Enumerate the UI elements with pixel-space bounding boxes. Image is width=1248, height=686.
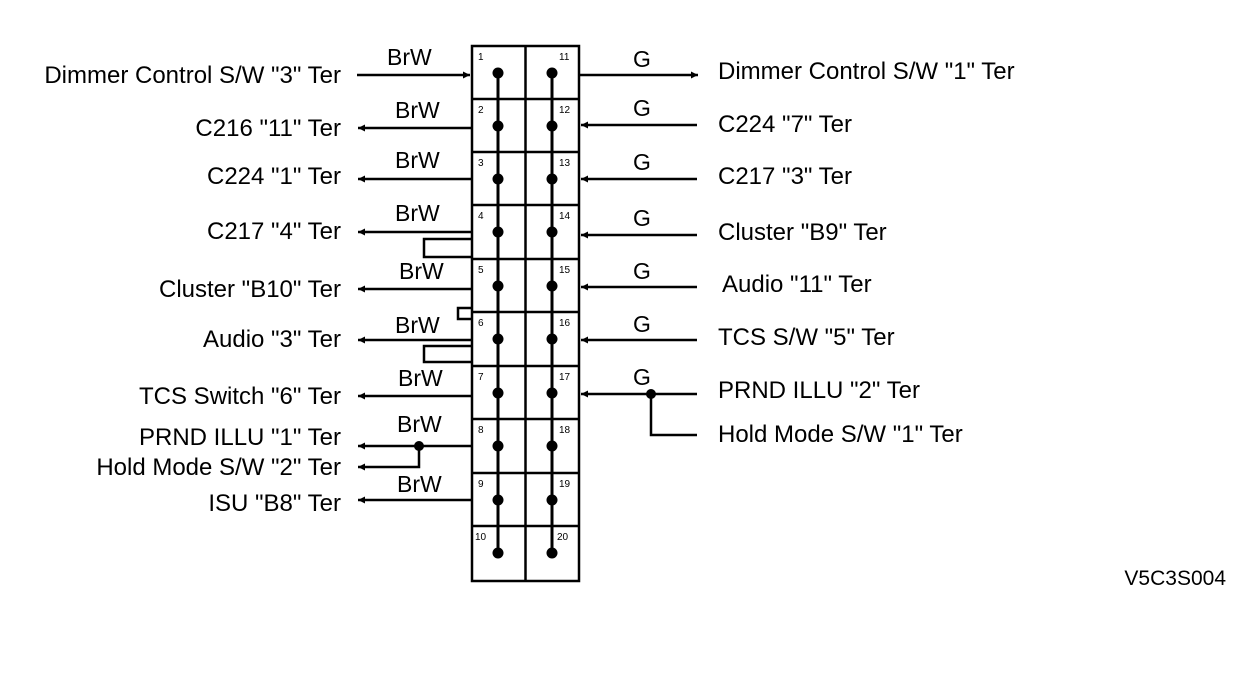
right-terminal-labels: Dimmer Control S/W "1" Ter C224 "7" Ter …: [718, 58, 1015, 448]
junction-dot: [646, 389, 656, 399]
pin-number: 15: [559, 265, 571, 276]
pin-number: 13: [559, 158, 571, 169]
pin-number: 14: [559, 211, 571, 222]
pin-number: 10: [475, 532, 487, 543]
wire-color-label: G: [633, 95, 651, 121]
terminal-label: C224 "7" Ter: [718, 111, 852, 138]
pin-number: 11: [559, 52, 570, 63]
wire-color-label: G: [633, 311, 651, 337]
terminal-label: Hold Mode S/W "1" Ter: [718, 421, 963, 448]
wire-color-labels: BrW BrW BrW BrW BrW BrW BrW BrW BrW G G …: [387, 44, 651, 497]
wire-color-label: G: [633, 258, 651, 284]
connector-block: [470, 44, 581, 583]
pin-number: 8: [478, 425, 484, 436]
wire-color-label: BrW: [397, 471, 442, 497]
terminal-label: PRND ILLU "2" Ter: [718, 377, 920, 404]
wire-out-arrow: [358, 446, 421, 471]
pin-number: 12: [559, 105, 571, 116]
terminal-label: Cluster "B10" Ter: [159, 276, 341, 303]
pin-number: 16: [559, 318, 571, 329]
terminal-label: Hold Mode S/W "2" Ter: [96, 454, 341, 481]
pin-number: 7: [478, 372, 484, 383]
terminal-label: Dimmer Control S/W "3" Ter: [44, 62, 341, 89]
wire-color-label: G: [633, 205, 651, 231]
wire-color-label: BrW: [395, 312, 440, 338]
pin-number: 1: [478, 52, 484, 63]
wire-color-label: BrW: [398, 365, 443, 391]
terminal-label: C217 "4" Ter: [207, 218, 341, 245]
right-wires: [579, 71, 698, 437]
figure-id-code: V5C3S004: [1124, 567, 1226, 590]
terminal-label: TCS S/W "5" Ter: [718, 324, 895, 351]
wire-color-label: BrW: [395, 97, 440, 123]
terminal-label: Audio "11" Ter: [722, 271, 872, 298]
terminal-label: C216 "11" Ter: [195, 115, 341, 142]
pin-number: 20: [557, 532, 569, 543]
pin-number: 3: [478, 158, 484, 169]
pin-number: 6: [478, 318, 484, 329]
terminal-label: PRND ILLU "1" Ter: [139, 424, 341, 451]
wire-color-label: G: [633, 149, 651, 175]
pin-number: 2: [478, 105, 484, 116]
wire-color-label: BrW: [395, 200, 440, 226]
pin-dots: [492, 67, 558, 559]
terminal-label: Audio "3" Ter: [203, 326, 341, 353]
pin-number: 19: [559, 479, 571, 490]
pin-number: 9: [478, 479, 484, 490]
pin-number: 18: [559, 425, 571, 436]
wire-color-label: G: [633, 46, 651, 72]
pin-number: 5: [478, 265, 484, 276]
terminal-label: Dimmer Control S/W "1" Ter: [718, 58, 1015, 85]
wire-color-label: BrW: [387, 44, 432, 70]
pin-numbers: 1 2 3 4 5 6 7 8 9 10 11 12 13 14 15 16 1…: [475, 52, 571, 543]
wire-jog: [422, 237, 472, 259]
pin-number: 17: [559, 372, 571, 383]
wire-branch: [649, 394, 697, 437]
wire-jog: [456, 306, 472, 321]
junction-dot: [414, 441, 424, 451]
left-wires: [357, 71, 472, 504]
wire-color-label: G: [633, 364, 651, 390]
terminal-label: C224 "1" Ter: [207, 163, 341, 190]
terminal-label: C217 "3" Ter: [718, 163, 852, 190]
wire-color-label: BrW: [395, 147, 440, 173]
terminal-label: TCS Switch "6" Ter: [139, 383, 341, 410]
pin-number: 4: [478, 211, 484, 222]
terminal-label: ISU "B8" Ter: [208, 490, 341, 517]
wire-color-label: BrW: [397, 411, 442, 437]
terminal-label: Cluster "B9" Ter: [718, 219, 887, 246]
wire-color-label: BrW: [399, 258, 444, 284]
wire-jog: [422, 344, 472, 364]
left-terminal-labels: Dimmer Control S/W "3" Ter C216 "11" Ter…: [44, 62, 341, 517]
bus-bars: [496, 72, 554, 552]
